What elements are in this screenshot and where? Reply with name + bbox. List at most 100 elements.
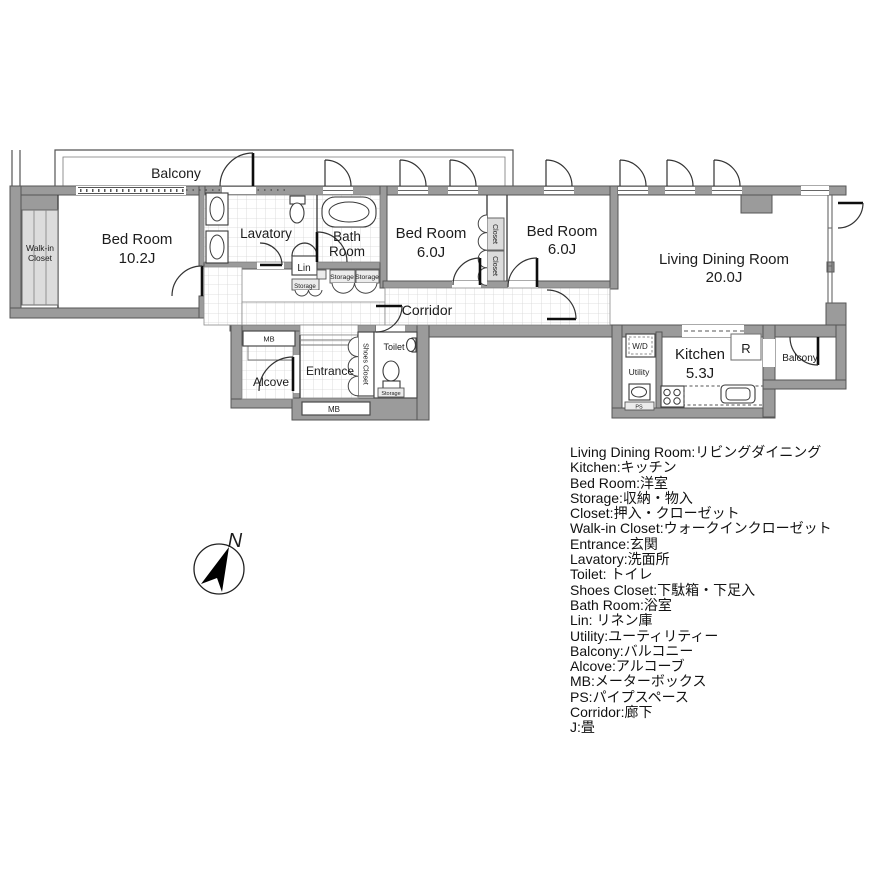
alcove-label: Alcove <box>253 375 289 389</box>
window-swing <box>545 159 573 187</box>
fixtures <box>21 192 764 416</box>
legend-line: PS:パイプスペース <box>570 688 689 705</box>
window-swing <box>619 159 647 187</box>
legend-line: Toilet: トイレ <box>570 566 653 583</box>
bathroom-door-arc <box>316 231 348 263</box>
legend-line: Living Dining Room:リビングダイニング <box>570 444 822 460</box>
bedroom3-label: Bed Room <box>527 223 598 240</box>
bedroom2-size: 6.0J <box>417 244 445 261</box>
compass-north-label: N <box>228 530 243 552</box>
balcony-top-label: Balcony <box>151 165 201 181</box>
corridor-west-stub <box>203 266 243 326</box>
storage-label: Storage <box>294 283 316 290</box>
alcove-floor <box>241 345 294 400</box>
legend-line: Storage:収納・物入 <box>570 489 693 506</box>
stove <box>660 385 685 408</box>
window-swing <box>666 159 694 187</box>
pipe-space-label: PS <box>635 405 643 411</box>
bathroom-label: Bath <box>333 229 361 244</box>
entrance-neck-floor <box>299 324 359 336</box>
legend-line: J:畳 <box>570 719 595 736</box>
storage-folding-door <box>294 289 323 297</box>
legend-line: Kitchen:キッチン <box>570 459 677 476</box>
bedroom1-size: 10.2J <box>119 250 156 267</box>
legend-line: Lin: リネン庫 <box>570 612 653 629</box>
kitchen-label: Kitchen <box>675 346 725 363</box>
lavatory-sink-bowl <box>209 234 225 260</box>
ldk-label: Living Dining Room <box>659 251 789 268</box>
lavatory-sink-bowl <box>209 196 225 222</box>
bedroom2-door-arc <box>452 257 481 286</box>
kitchen-sink <box>725 387 751 401</box>
utility-sink <box>631 386 647 398</box>
room-labels: Balcony Walk-in Closet Bed Room 10.2J La… <box>26 165 818 414</box>
ldk-door-arc <box>546 289 577 320</box>
entrance-label: Entrance <box>306 364 354 378</box>
legend-line: Bath Room:浴室 <box>570 596 672 613</box>
window-swing <box>399 159 427 187</box>
front-door-arc <box>258 356 294 392</box>
closet-label: Closet <box>491 256 498 276</box>
washer-dryer <box>625 333 656 358</box>
utility-label: Utility <box>629 367 651 377</box>
washer-dryer-label: W/D <box>632 342 648 351</box>
ldk-window-wall <box>827 195 833 303</box>
storage-box <box>377 387 405 398</box>
compass: N <box>193 530 245 595</box>
legend: Living Dining Room:リビングダイニング Kitchen:キッチ… <box>570 444 872 736</box>
ldk-balcony-door-arc <box>837 202 864 229</box>
toilet-sink <box>405 337 417 353</box>
walk-in-closet-label: Walk-in <box>26 243 54 253</box>
lavatory-toilet-bowl <box>289 202 305 224</box>
linen-closet <box>291 255 318 276</box>
bedroom1-label: Bed Room <box>102 231 173 248</box>
lin-label: Lin <box>297 263 310 274</box>
meter-box <box>242 330 296 347</box>
corridor-floor-west <box>241 301 386 326</box>
pipe-space-strip <box>624 401 655 411</box>
bedroom3-size: 6.0J <box>548 241 576 258</box>
windows <box>76 186 833 303</box>
kitchen-size: 5.3J <box>686 365 714 382</box>
compass-needle <box>201 547 229 592</box>
legend-line: Bed Room:洋室 <box>570 474 669 491</box>
legend-line: Entrance:玄関 <box>570 535 658 552</box>
meter-box-label: MB <box>263 335 274 344</box>
bedroom1-door-arc <box>171 265 203 297</box>
legend-line: MB:メーターボックス <box>570 673 707 690</box>
storage-label: Storage <box>355 274 379 281</box>
window-swing <box>449 159 477 187</box>
legend-line: Closet:押入・クローゼット <box>570 505 740 522</box>
bathroom-label: Room <box>329 244 365 259</box>
refrigerator-box <box>730 333 762 361</box>
toilet-door-arc <box>375 305 403 333</box>
bedroom3-door-arc <box>507 257 538 288</box>
shoes-closet-folding-door <box>347 336 359 397</box>
storage-folding-door <box>331 282 378 294</box>
meter-box <box>301 401 371 416</box>
balcony-right-label: Balcony <box>782 353 818 364</box>
legend-line: Walk-in Closet:ウォークインクローゼット <box>570 520 832 537</box>
legend-line: Utility:ユーティリティー <box>570 627 719 644</box>
legend-line: Corridor:廊下 <box>570 704 653 721</box>
corridor-label: Corridor <box>402 302 453 318</box>
meter-box-label: MB <box>328 405 340 414</box>
window-swing <box>713 159 741 187</box>
storage-label: Storage <box>330 274 354 281</box>
refrigerator-label: R <box>741 341 750 356</box>
bedroom2-label: Bed Room <box>396 225 467 242</box>
storage-label: Storage <box>381 391 400 397</box>
closet-label: Closet <box>491 224 498 244</box>
lavatory-sink-cabinet <box>205 230 229 264</box>
toilet-bowl <box>382 360 400 382</box>
lavatory-door-arc <box>259 242 283 266</box>
legend-line: Lavatory:洗面所 <box>570 551 670 568</box>
legend-line: Shoes Closet:下駄箱・下足入 <box>570 581 756 598</box>
window-swing <box>324 159 352 187</box>
walk-in-closet-unit <box>21 209 59 306</box>
balcony-top-outline <box>11 149 514 186</box>
lavatory-sink-cabinet <box>205 192 229 226</box>
pipe-space-box <box>316 269 327 280</box>
